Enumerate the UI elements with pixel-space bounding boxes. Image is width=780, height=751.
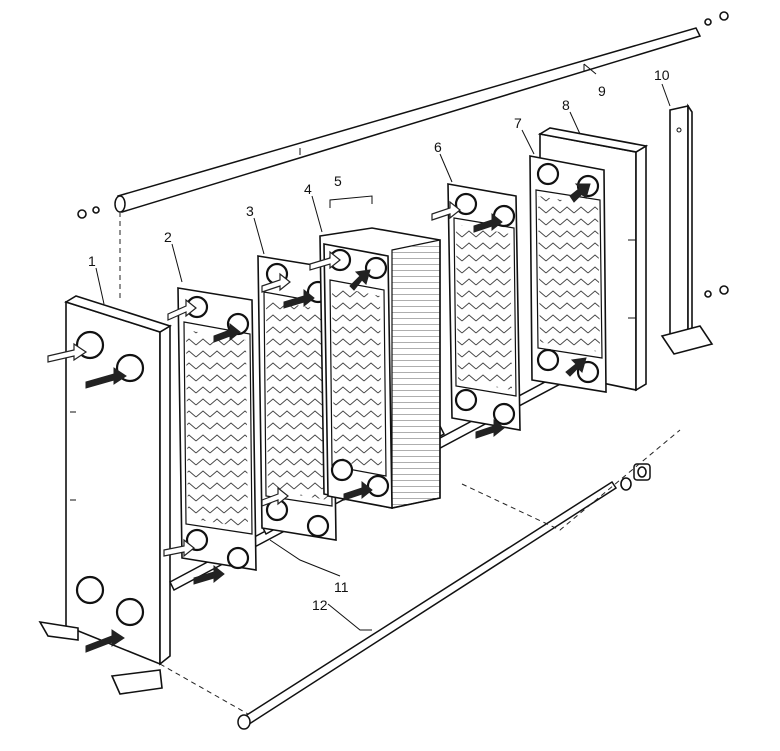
callout-2: 2 [164, 229, 172, 245]
callout-10: 10 [654, 67, 670, 83]
callout-5: 5 [334, 173, 342, 189]
bolt-left-icon [77, 206, 100, 219]
heat-transfer-plate-c [431, 183, 521, 439]
callout-8: 8 [562, 97, 570, 113]
upper-carrying-bar [77, 11, 729, 300]
callout-7: 7 [514, 115, 522, 131]
lower-guide-bar [159, 429, 681, 730]
support-column [660, 103, 729, 355]
pressure-plate [529, 127, 649, 393]
callout-6: 6 [434, 139, 442, 155]
callout-3: 3 [246, 203, 254, 219]
heat-transfer-plate-b [257, 255, 337, 541]
nut-icon [620, 463, 651, 491]
callout-12: 12 [312, 597, 328, 613]
frame-plate [38, 295, 172, 695]
callout-9: 9 [598, 83, 606, 99]
callout-1: 1 [88, 253, 96, 269]
heat-transfer-plate-a [163, 287, 257, 585]
plate-pack [309, 227, 441, 509]
callout-4: 4 [304, 181, 312, 197]
leader-lines [95, 63, 671, 631]
callout-numbers: 1 2 3 4 5 6 7 8 9 10 11 12 [88, 67, 670, 613]
bolt-right-icon [704, 11, 729, 26]
callout-11: 11 [334, 579, 349, 595]
